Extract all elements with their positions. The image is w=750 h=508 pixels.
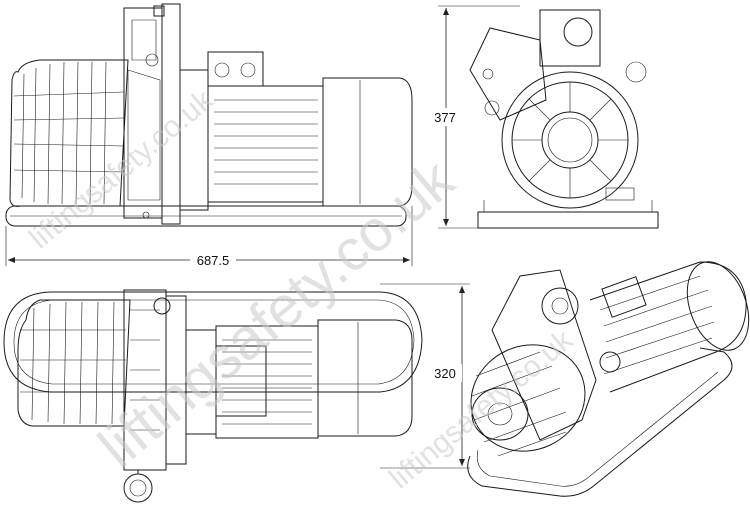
top-view bbox=[3, 289, 423, 503]
watermark-text-main: liftingsafety.co.uk bbox=[87, 146, 467, 480]
watermark: liftingsafety.co.uk liftingsafety.co.uk … bbox=[23, 83, 580, 495]
height-dimension-label: 377 bbox=[434, 110, 456, 125]
side-view bbox=[5, 3, 413, 227]
watermark-text-small: liftingsafety.co.uk bbox=[23, 83, 220, 255]
height-dimension: 377 bbox=[428, 5, 520, 229]
width-dimension: 320 bbox=[380, 283, 470, 469]
length-dimension: 687.5 bbox=[5, 206, 413, 268]
isometric-view bbox=[467, 261, 750, 497]
length-dimension-label: 687.5 bbox=[197, 253, 230, 268]
width-dimension-label: 320 bbox=[434, 366, 456, 381]
end-view bbox=[469, 9, 659, 229]
